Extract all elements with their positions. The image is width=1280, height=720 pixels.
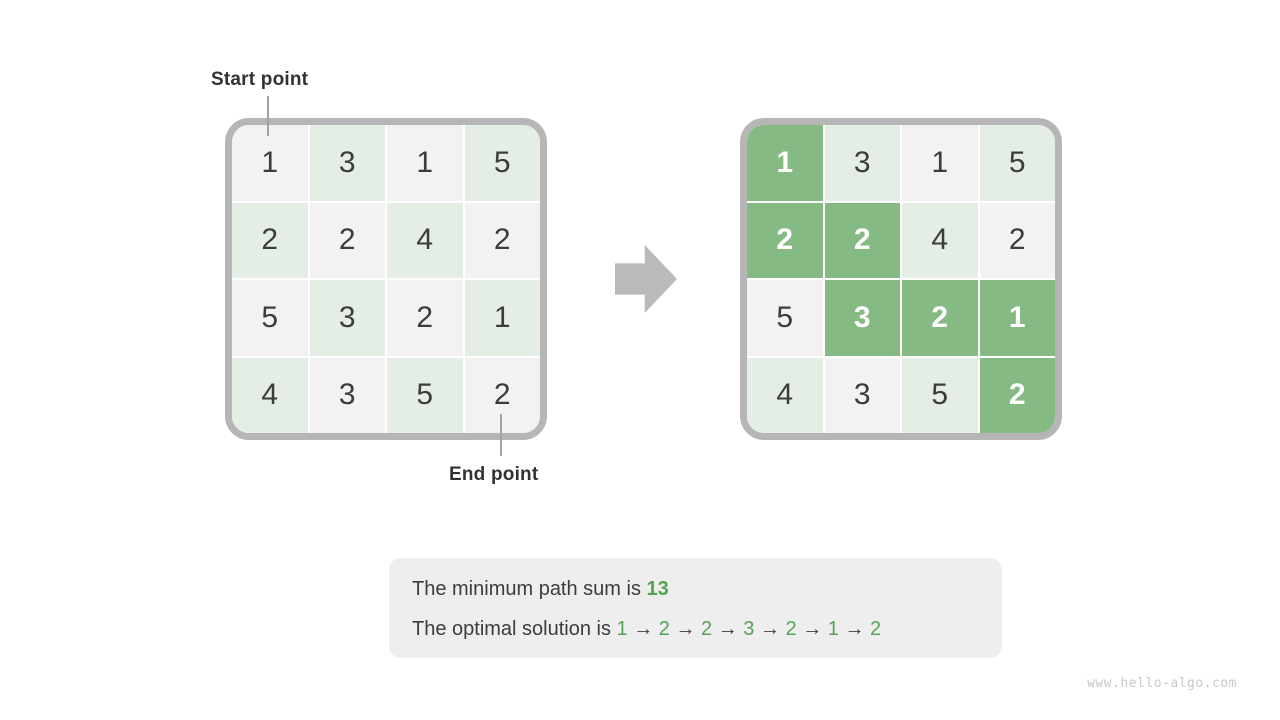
path-cell-r1c1: 2 [824,202,900,278]
path-cell-r1c0: 2 [747,202,823,278]
grid-cell-r0c3: 5 [464,125,540,201]
solution-arrow-separator: → [754,618,786,640]
grid-cell-r1c0: 2 [232,202,308,278]
caption-line-solution: The optimal solution is 1 → 2 → 2 → 3 → … [412,609,1002,649]
grid-cell-r3c1: 3 [309,357,385,433]
path-cell-r2c3: 1 [979,280,1055,356]
solution-arrow-separator: → [669,618,702,640]
grid-cell-r0c2: 1 [902,125,978,201]
grid-cell-r1c3: 2 [979,202,1055,278]
grid-cell-r2c2: 2 [387,280,463,356]
caption-solution-text: The optimal solution is [412,618,617,640]
start-leader-line [267,96,269,136]
solution-step-5: 1 [827,618,839,640]
solution-step-4: 2 [785,618,797,640]
grid-cell-r3c3: 2 [464,357,540,433]
solution-step-3: 3 [743,618,755,640]
caption-solution-sequence: 1 → 2 → 2 → 3 → 2 → 1 → 2 [617,618,882,640]
caption-sum-value: 13 [646,578,669,600]
grid-cell-r3c2: 5 [387,357,463,433]
solution-step-2: 2 [701,618,713,640]
grid-cell-r2c1: 3 [309,280,385,356]
start-point-label: Start point [211,69,309,90]
end-leader-line [500,414,502,456]
grid-cell-r2c3: 1 [464,280,540,356]
grid-cell-r2c0: 5 [747,280,823,356]
solution-step-0: 1 [616,618,628,640]
path-cell-r0c0: 1 [747,125,823,201]
grid-cell-r3c2: 5 [902,357,978,433]
grid-cell-r1c2: 4 [387,202,463,278]
watermark: www.hello-algo.com [1087,676,1237,691]
caption-box: The minimum path sum is 13 The optimal s… [389,558,1002,658]
caption-sum-text: The minimum path sum is [412,578,647,600]
grid-cell-r3c1: 3 [824,357,900,433]
path-cell-r2c2: 2 [902,280,978,356]
grid-cell-r1c1: 2 [309,202,385,278]
solution-arrow-separator: → [712,618,744,640]
grid-cell-r3c0: 4 [747,357,823,433]
caption-line-sum: The minimum path sum is 13 [412,569,1002,609]
end-point-label: End point [449,464,539,485]
solution-step-6: 2 [870,618,882,640]
grid-cell-r0c2: 1 [387,125,463,201]
solution-arrow-separator: → [796,618,828,640]
solution-arrow-separator: → [627,618,659,640]
grid-cell-r0c1: 3 [309,125,385,201]
path-cell-r2c1: 3 [824,280,900,356]
solution-arrow-separator: → [838,618,871,640]
grid-cell-r0c3: 5 [979,125,1055,201]
grid-cell-r0c1: 3 [824,125,900,201]
grid-cell-r2c0: 5 [232,280,308,356]
solution-step-1: 2 [658,618,670,640]
grid-cell-r1c2: 4 [902,202,978,278]
path-cell-r3c3: 2 [979,357,1055,433]
transform-arrow-icon [615,245,677,313]
grid-cell-r3c0: 4 [232,357,308,433]
grid-cell-r1c3: 2 [464,202,540,278]
grid-cell-r0c0: 1 [232,125,308,201]
